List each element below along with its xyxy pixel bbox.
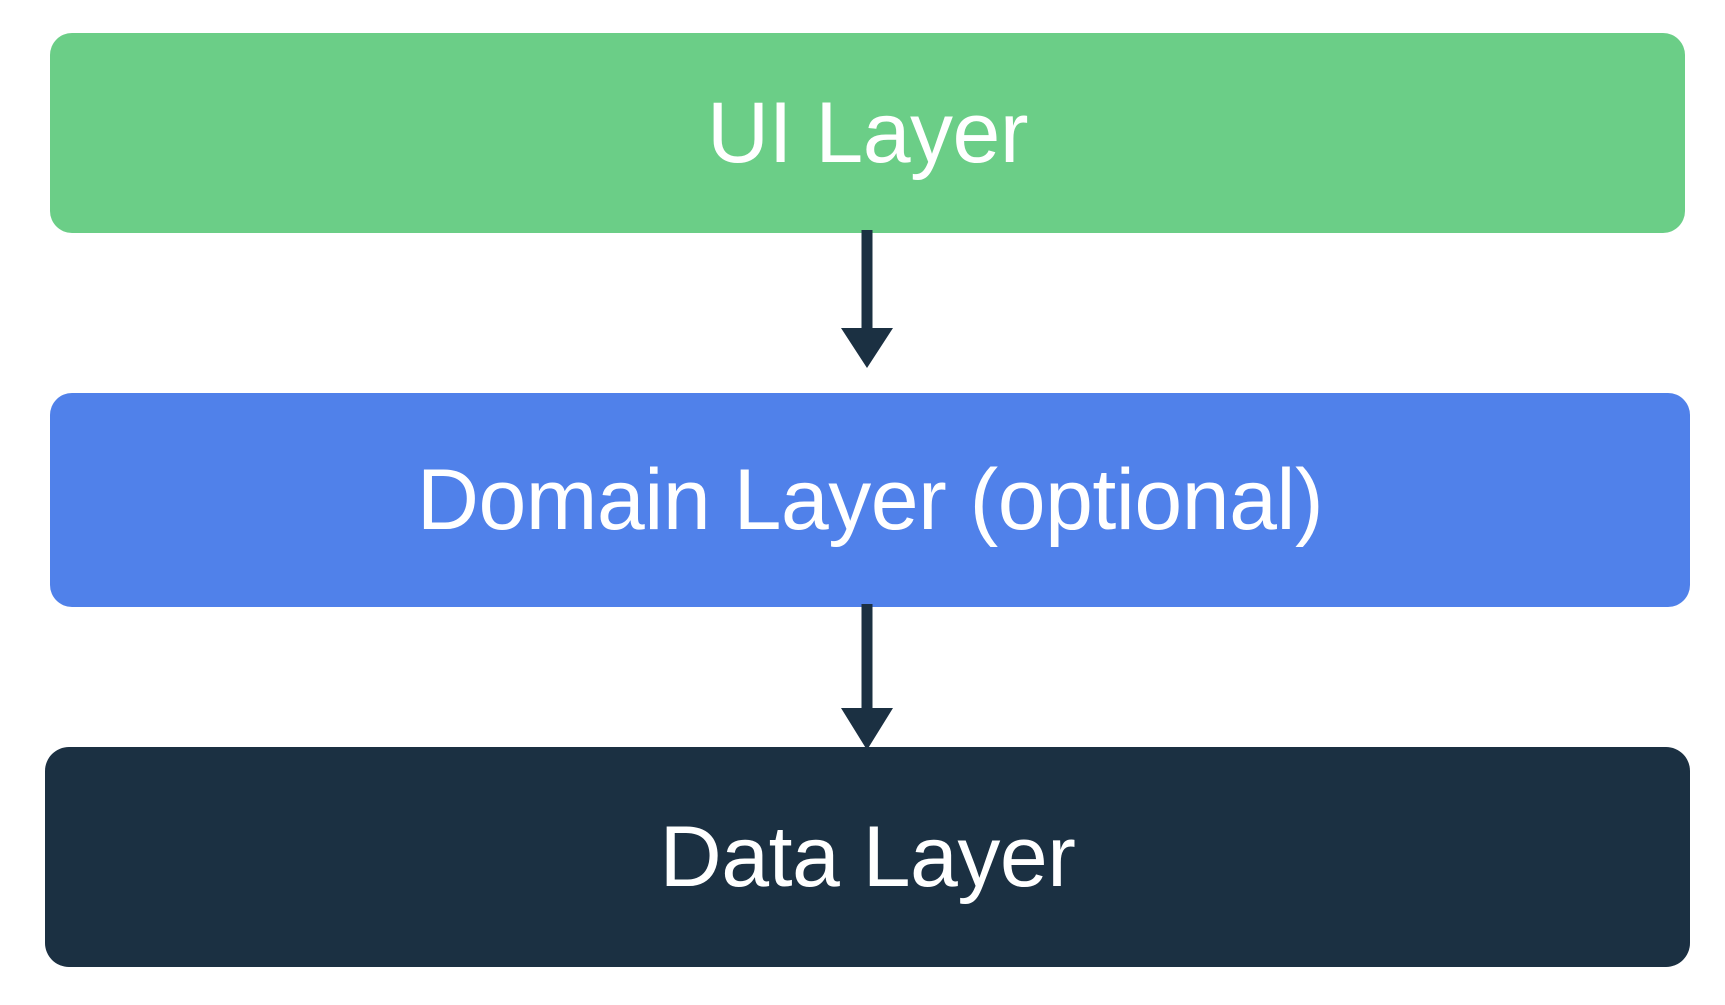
- data-layer-label: Data Layer: [659, 809, 1076, 905]
- ui-layer-box[interactable]: UI Layer: [50, 33, 1685, 233]
- arrow-down-icon: [841, 230, 893, 368]
- arrow-domain-to-data: [836, 604, 898, 750]
- domain-layer-box[interactable]: Domain Layer (optional): [50, 393, 1690, 607]
- domain-layer-label: Domain Layer (optional): [416, 452, 1324, 548]
- arrow-down-icon: [841, 604, 893, 750]
- ui-layer-label: UI Layer: [706, 85, 1029, 181]
- data-layer-box[interactable]: Data Layer: [45, 747, 1690, 967]
- arrow-ui-to-domain: [836, 230, 898, 368]
